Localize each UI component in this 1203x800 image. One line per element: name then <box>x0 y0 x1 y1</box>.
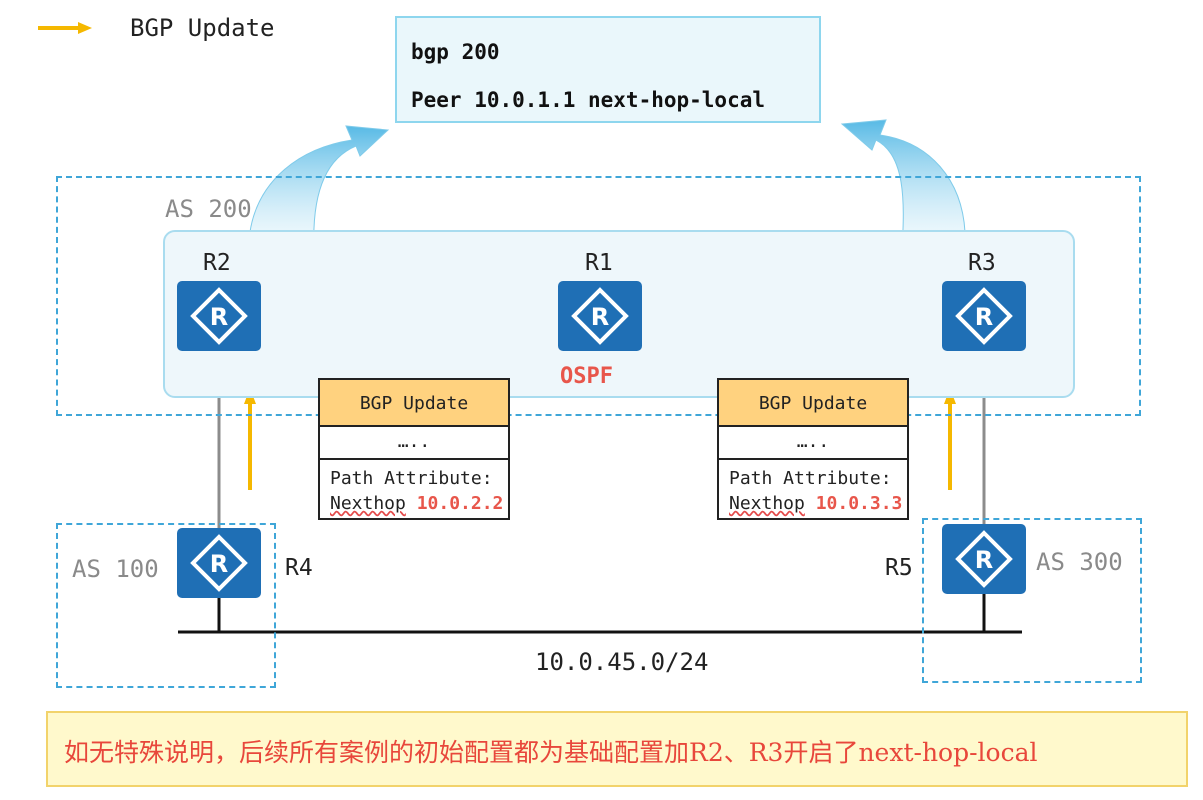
as100-label: AS 100 <box>72 555 159 583</box>
router-icon: R <box>955 287 1013 345</box>
router-r2[interactable]: R <box>177 281 261 351</box>
as100-zone <box>56 523 276 688</box>
packet-ellipsis: ….. <box>320 427 508 460</box>
svg-text:R: R <box>975 303 993 331</box>
router-r1-label: R1 <box>585 250 613 276</box>
packet-header: BGP Update <box>320 380 508 427</box>
packet-header: BGP Update <box>719 380 907 427</box>
config-callout-arrow-left <box>249 125 390 251</box>
config-box: bgp 200 Peer 10.0.1.1 next-hop-local <box>395 16 821 123</box>
packet-path-attribute: Path Attribute: <box>330 468 493 489</box>
note-text: 如无特殊说明，后续所有案例的初始配置都为基础配置加R2、R3开启了next-ho… <box>64 738 1038 767</box>
router-icon: R <box>190 534 248 592</box>
ospf-label: OSPF <box>560 364 613 389</box>
router-icon: R <box>571 287 629 345</box>
nexthop-value: 10.0.3.3 <box>815 493 903 514</box>
svg-text:R: R <box>975 546 993 574</box>
router-r3[interactable]: R <box>942 281 1026 351</box>
nexthop-word: Nexthop <box>330 493 406 514</box>
note-box: 如无特殊说明，后续所有案例的初始配置都为基础配置加R2、R3开启了next-ho… <box>46 711 1188 787</box>
as200-zone <box>56 176 1141 416</box>
router-r3-label: R3 <box>968 250 996 276</box>
svg-text:R: R <box>210 303 228 331</box>
as300-label: AS 300 <box>1036 548 1123 576</box>
router-r2-label: R2 <box>203 250 231 276</box>
legend-update-arrow <box>38 22 92 34</box>
router-r4-label: R4 <box>285 555 313 581</box>
packet-nexthop: Nexthop 10.0.3.3 <box>729 493 902 514</box>
router-r1[interactable]: R <box>558 281 642 351</box>
as200-label: AS 200 <box>165 195 252 223</box>
packet-path-attribute: Path Attribute: <box>729 468 892 489</box>
router-r4[interactable]: R <box>177 528 261 598</box>
network-label: 10.0.45.0/24 <box>535 648 709 676</box>
as300-zone <box>922 518 1142 683</box>
router-r5-label: R5 <box>885 555 913 581</box>
packet-ellipsis: ….. <box>719 427 907 460</box>
nexthop-value: 10.0.2.2 <box>416 493 504 514</box>
config-line-bgp: bgp 200 <box>411 40 500 64</box>
config-callout-arrow-right <box>840 119 966 251</box>
config-line-peer: Peer 10.0.1.1 next-hop-local <box>411 88 766 112</box>
svg-text:R: R <box>210 550 228 578</box>
bgp-update-packet-right: BGP Update ….. Path Attribute: Nexthop 1… <box>717 378 909 520</box>
router-icon: R <box>190 287 248 345</box>
nexthop-word: Nexthop <box>729 493 805 514</box>
router-r5[interactable]: R <box>942 524 1026 594</box>
router-icon: R <box>955 530 1013 588</box>
svg-text:R: R <box>591 303 609 331</box>
legend-label: BGP Update <box>130 14 275 42</box>
packet-nexthop: Nexthop 10.0.2.2 <box>330 493 503 514</box>
bgp-update-packet-left: BGP Update ….. Path Attribute: Nexthop 1… <box>318 378 510 520</box>
